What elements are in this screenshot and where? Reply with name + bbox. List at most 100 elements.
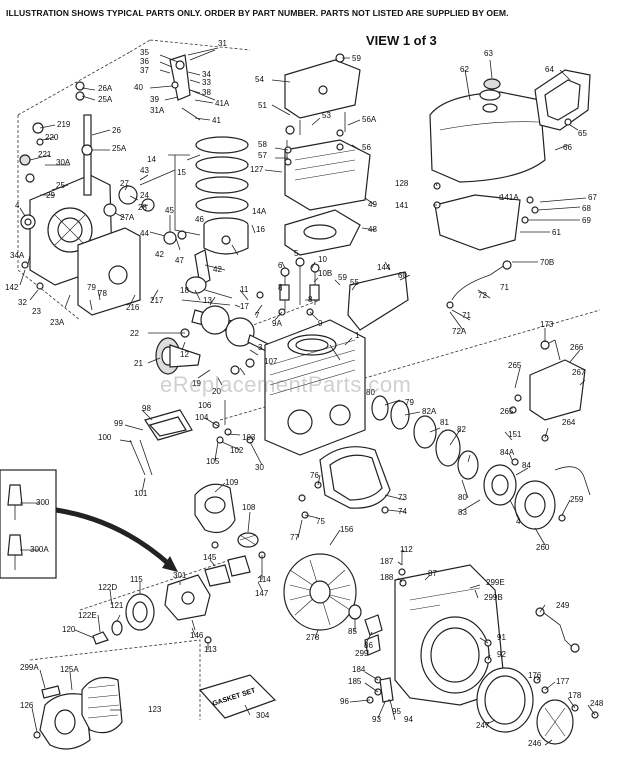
- callout-label: 4: [516, 517, 521, 526]
- connecting-rod-42: [185, 249, 211, 294]
- callout-label: 10B: [318, 269, 332, 278]
- callout-label: 44: [140, 229, 149, 238]
- callout-label: 259: [570, 495, 584, 504]
- callout-label: 120: [62, 625, 76, 634]
- callout-label: 45: [165, 206, 174, 215]
- callout-label: 246: [528, 739, 542, 748]
- callout-label: 42: [155, 250, 164, 259]
- callout-label: 106: [198, 401, 212, 410]
- callout-label: 29: [46, 191, 55, 200]
- callout-label: 20: [212, 387, 221, 396]
- callout-label: 221: [38, 150, 52, 159]
- intake-gaskets-145: [204, 555, 251, 587]
- callout-label: 92: [497, 650, 506, 659]
- callout-label: 299: [355, 649, 369, 658]
- callout-label: 24: [140, 191, 149, 200]
- callout-label: 146: [190, 631, 204, 640]
- callout-label: 17: [240, 302, 249, 311]
- callout-label: 14: [147, 155, 156, 164]
- callout-label: 71: [500, 283, 509, 292]
- air-horn-115: [92, 593, 155, 645]
- callout-label: 84: [522, 461, 531, 470]
- lower-group-outline: [29, 559, 231, 720]
- callout-label: 31: [218, 39, 227, 48]
- callout-label: 49: [368, 200, 377, 209]
- callout-label: 41: [212, 116, 221, 125]
- callout-label: 185: [348, 677, 362, 686]
- fuel-tank: [429, 89, 546, 183]
- callout-label: 125A: [60, 665, 79, 674]
- governor-linkage: [169, 49, 216, 121]
- callout-label: 60: [398, 271, 407, 280]
- callout-label: 23A: [50, 318, 65, 327]
- callout-label: 184: [352, 665, 366, 674]
- callout-label: 27A: [120, 213, 135, 222]
- callout-label: 266: [570, 343, 584, 352]
- callout-label: 16: [256, 225, 265, 234]
- callout-label: 156: [340, 525, 354, 534]
- element-108: [237, 532, 259, 548]
- view-label: VIEW 1 of 3: [366, 33, 437, 48]
- cylinder-head-cover-54: [284, 59, 361, 119]
- stator-260: [514, 466, 591, 530]
- callout-label: 63: [484, 49, 493, 58]
- callout-label: 25A: [112, 144, 127, 153]
- callout-label: 14A: [252, 207, 267, 216]
- callout-label: 58: [258, 140, 267, 149]
- callout-label: 85: [348, 627, 357, 636]
- callout-label: 39: [150, 95, 159, 104]
- air-guide-73: [319, 446, 391, 509]
- callout-label: 11: [240, 285, 249, 294]
- callout-label: 173: [540, 320, 554, 329]
- callout-label: 25A: [98, 95, 113, 104]
- callout-label: 304: [256, 711, 270, 720]
- cylinder-head-49: [284, 139, 371, 211]
- callout-label: 151: [508, 430, 522, 439]
- callout-label: 141A: [500, 193, 519, 202]
- flywheel-278: [283, 553, 357, 631]
- callout-label: 83: [458, 508, 467, 517]
- air-cleaner-screw-126: [33, 731, 41, 739]
- side-parts-box: [0, 469, 57, 579]
- callout-label: 64: [545, 65, 554, 74]
- ignition-small-parts: [509, 394, 549, 442]
- tank-bracket-61: [434, 194, 521, 251]
- fuel-line-72: [446, 260, 512, 309]
- callout-label: 95: [392, 707, 401, 716]
- callout-label: 105: [206, 457, 220, 466]
- callout-label: 299E: [486, 578, 505, 587]
- callout-label: 278: [306, 633, 320, 642]
- callout-label: 56A: [362, 115, 377, 124]
- callout-label: 123: [148, 705, 162, 714]
- callout-label: 10: [318, 255, 327, 264]
- callout-label: 108: [242, 503, 256, 512]
- callout-label: 98: [142, 404, 151, 413]
- callout-label: 57: [258, 151, 267, 160]
- callout-label: 265: [500, 407, 514, 416]
- callout-label: 112: [400, 545, 413, 554]
- callout-label: 109: [225, 478, 239, 487]
- callout-label: 66: [563, 143, 572, 152]
- callout-label: 82: [457, 425, 466, 434]
- piston-14a: [203, 217, 249, 255]
- flywheel-nut-85-86: [348, 604, 383, 636]
- callout-label: 122D: [98, 583, 117, 592]
- callout-label: 147: [255, 589, 269, 598]
- callout-labels: 31 35 36 37 34 33 40 38 39 41A 31A 41 26…: [5, 39, 604, 748]
- callout-label: 93: [372, 715, 381, 724]
- callout-label: 127: [250, 165, 264, 174]
- callout-label: 82A: [422, 407, 437, 416]
- callout-label: 126: [20, 701, 34, 710]
- callout-label: 46: [195, 215, 204, 224]
- baffle-60: [347, 271, 409, 331]
- callout-label: 94: [404, 715, 413, 724]
- callout-label: 188: [380, 573, 394, 582]
- callout-label: 5: [294, 249, 299, 258]
- callout-label: 91: [497, 633, 506, 642]
- callout-label: 299B: [484, 593, 503, 602]
- callout-label: 42: [213, 265, 222, 274]
- callout-label: 87: [428, 569, 437, 578]
- callout-label: 145: [203, 553, 217, 562]
- callout-label: 31A: [150, 106, 165, 115]
- callout-label: 71: [462, 311, 471, 320]
